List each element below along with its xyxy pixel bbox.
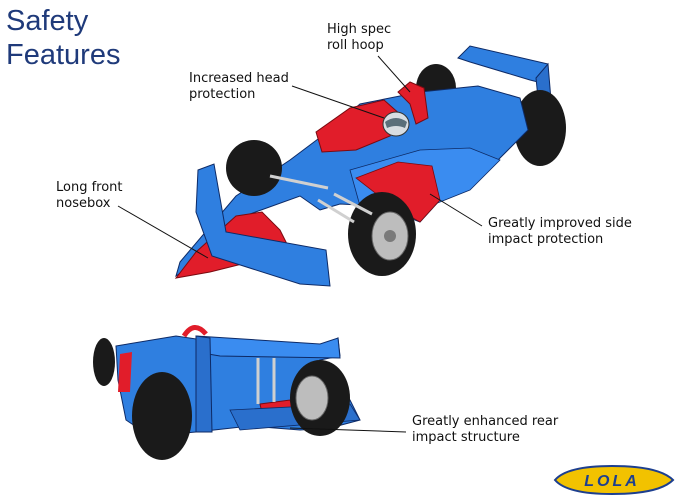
lola-logo: LOLA: [547, 462, 677, 498]
front-wing: [195, 163, 331, 287]
callout-head-line-2: protection: [189, 87, 256, 102]
suspension-arm: [269, 174, 329, 190]
suspension-arm: [317, 198, 355, 224]
callout-nosebox-line-2: nosebox: [56, 196, 111, 211]
callout-head-line-1: Increased head: [189, 71, 289, 86]
title-line-1: Safety: [6, 5, 89, 37]
rear-wing-endplate-left: [195, 335, 213, 433]
callout-roll-hoop-line-2: roll hoop: [327, 38, 384, 53]
tyre-front-left: [226, 140, 282, 196]
helmet-visor: [385, 118, 407, 128]
leader-head: [291, 85, 385, 119]
rear-red-accent: [118, 352, 132, 392]
tyre-rear-right: [514, 90, 566, 166]
wheel-hub-front-right: [384, 230, 396, 242]
lola-logo-graphic: LOLA: [553, 464, 675, 496]
callout-rear-line-2: impact structure: [412, 430, 520, 445]
callout-rear-impact: Greatly enhanced rear impact structure: [412, 414, 558, 446]
rear-wing-main: [195, 335, 341, 359]
callout-rear-line-1: Greatly enhanced rear: [412, 414, 559, 429]
suspension-arm: [333, 192, 373, 216]
wheel-rim-rear-right: [295, 375, 329, 421]
tyre-rear-far: [93, 338, 115, 386]
rear-wing: [457, 45, 549, 85]
callout-nosebox-line-1: Long front: [56, 180, 123, 195]
front-view-car: [174, 45, 566, 287]
title-line-2: Features: [6, 39, 121, 71]
leader-lines: [117, 55, 483, 433]
callout-head-protection: Increased head protection: [189, 71, 289, 103]
callout-side-line-2: impact protection: [488, 232, 604, 247]
leader-side: [429, 193, 483, 227]
page-title: Safety Features: [6, 4, 120, 72]
tyre-rear-left-near: [132, 372, 192, 460]
roll-hoop: [397, 81, 429, 125]
callout-side-impact: Greatly improved side impact protection: [488, 216, 632, 248]
leader-nosebox: [117, 205, 209, 259]
callout-roll-hoop-line-1: High spec: [327, 22, 392, 37]
leader-rear: [289, 427, 407, 433]
logo-swoosh-shape: [553, 464, 675, 496]
rear-view-car: [93, 325, 361, 460]
callout-roll-hoop: High spec roll hoop: [327, 22, 391, 54]
leader-roll-hoop: [377, 55, 411, 93]
callout-side-line-1: Greatly improved side: [488, 216, 632, 231]
logo-text: LOLA: [584, 473, 640, 490]
callout-nosebox: Long front nosebox: [56, 180, 123, 212]
roll-hoop-rear: [181, 325, 208, 338]
